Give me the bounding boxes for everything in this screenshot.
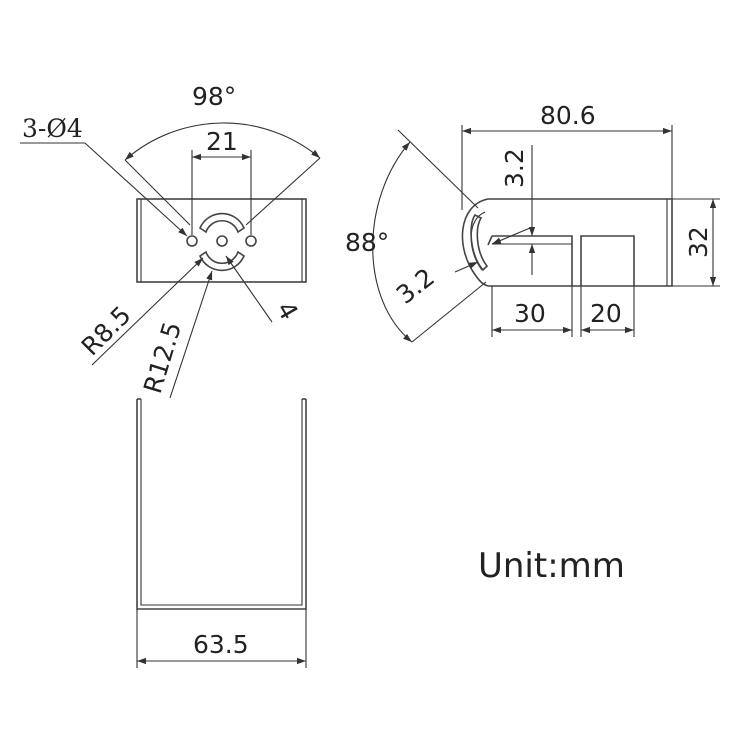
slot-width-leader [225,255,273,323]
u-channel-outer [136,399,307,610]
front-view: 63.5 [136,398,307,668]
side-view: 80.6 32 3.2 88° 3.2 30 20 [345,101,720,343]
top-view: 98° 21 3-Ø4 R8.5 R12.5 4 [20,82,321,399]
hole-callout-label: 3-Ø4 [22,114,83,143]
dim-98-arc [124,122,321,161]
slot-30 [487,235,573,286]
dim-88-ext-lower [411,281,487,343]
dim-88-label: 88° [345,228,389,257]
side-view-lip-slot [470,213,489,272]
r125-label: R12.5 [138,318,187,396]
dim-bend-gap-upper [491,227,531,245]
dim-32gap-label: 3.2 [500,148,529,188]
dim-bend-gap-lower [454,261,479,273]
upper-arc-slot [198,212,246,234]
dim-bend-gap-label: 3.2 [391,262,440,309]
dim-20-label: 20 [590,299,622,328]
dim-806-label: 80.6 [540,101,596,130]
u-channel-inner [140,399,303,606]
dim-98-label: 98° [192,82,236,111]
dim-98-ext-left [124,159,191,226]
dim-88-arc [372,141,413,343]
slot-20 [580,235,635,286]
lower-arc-slot [198,250,246,272]
hole-right [245,235,257,247]
side-view-body [488,198,673,287]
dim-635-label: 63.5 [193,630,249,659]
slot-width-label: 4 [271,297,304,325]
dim-21-label: 21 [206,127,238,156]
r125-leader [169,270,213,399]
hole-leader-diagonal [84,142,188,237]
top-view-plate [136,198,307,283]
r85-leader [91,257,204,366]
unit-note: Unit:mm [478,546,625,586]
dim-98-ext-right [245,157,321,226]
dim-30-label: 30 [514,299,546,328]
hole-center [216,235,228,247]
dim-88-ext-upper [397,129,479,209]
hole-left [186,235,198,247]
dim-32-label: 32 [684,226,713,258]
